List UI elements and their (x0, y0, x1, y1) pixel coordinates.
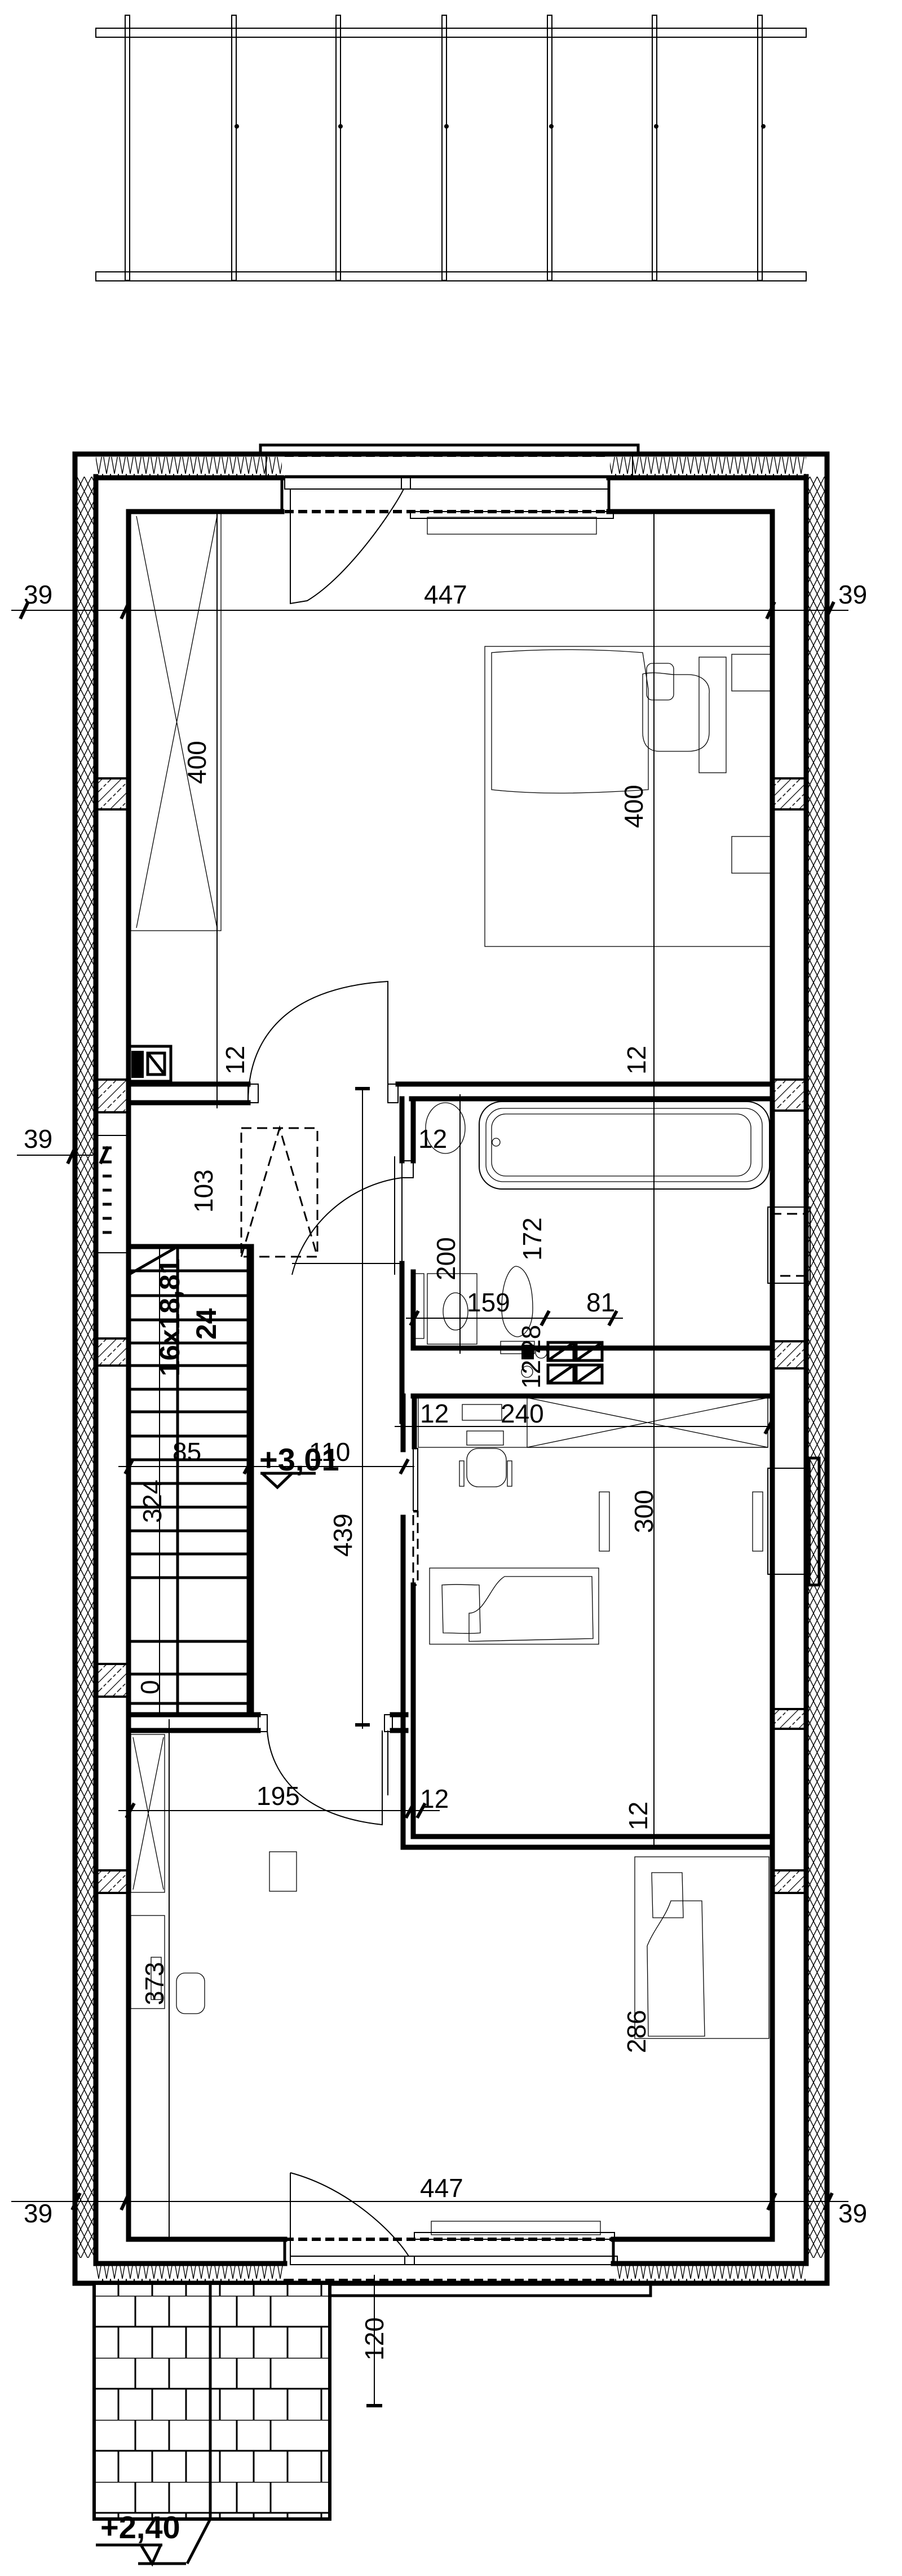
monitor (462, 1404, 502, 1421)
dim-wall-bottom-right: 39 (838, 2199, 867, 2228)
pergola (95, 15, 807, 281)
ventilation-shafts (521, 1341, 604, 1385)
interior-walls (126, 1081, 775, 1850)
dim-bath-width: 159 (467, 1288, 510, 1317)
toilet (501, 1266, 533, 1337)
office-furniture (418, 1397, 768, 1645)
chimney-vent (127, 1045, 173, 1083)
bathtub (479, 1101, 770, 1190)
dim-bath-depth-right: 172 (518, 1217, 547, 1261)
pergola-bolts (235, 124, 766, 129)
dim-partition-top-right: 12 (622, 1046, 651, 1075)
level-marker-floor: +3,01 (259, 1442, 339, 1490)
dim-stair-run: 324 (138, 1479, 167, 1523)
washing-machine (427, 1273, 477, 1345)
staircase: 16x18,81 24 (126, 1244, 254, 1718)
dim-wall-bottom-left: 39 (24, 2199, 52, 2228)
level-marker-terrace: +2,40 (96, 2509, 212, 2567)
stair-tread-label: 24 (191, 1308, 222, 1340)
dim-office-partition-left: 12 (420, 1399, 449, 1428)
office-chair (176, 1972, 205, 2014)
drain (492, 1138, 501, 1147)
door-bedroom-top (247, 980, 388, 1103)
door-swing-arc (290, 488, 404, 605)
dim-shaft-partition: 12 (516, 1360, 546, 1389)
dim-top-depth-right: 400 (619, 785, 648, 828)
attic-hatch (240, 1125, 319, 1258)
washbasin (425, 1102, 466, 1154)
dim-office-depth: 300 (629, 1490, 658, 1533)
keyboard (466, 1430, 504, 1446)
dim-partition-top-left: 12 (220, 1046, 250, 1075)
side-windows (97, 1135, 821, 1587)
pillars (95, 777, 806, 1894)
dim-wall-top-left: 39 (24, 580, 52, 609)
dim-top-depth-left: 400 (182, 741, 211, 784)
dim-wall-top-right: 39 (838, 580, 867, 609)
dim-bottom-depth-left: 373 (140, 1962, 169, 2005)
pergola-bottom-beam (95, 271, 807, 281)
radiator (599, 1491, 610, 1552)
bedroom-bottom-furniture (130, 1734, 770, 2039)
dim-hall-upper: 103 (189, 1169, 218, 1213)
dimension-labels: 447 39 39 400 400 12 12 39 103 12 200 15… (24, 580, 867, 2361)
door-swing-arc (290, 2172, 409, 2257)
nightstand-right (731, 654, 772, 692)
terrace-level-label: +2,40 (100, 2509, 180, 2545)
dim-hall-lower: 195 (257, 1781, 300, 1811)
dim-shaft-depth: 28 (516, 1325, 546, 1354)
dim-office-partition-bottom-left: 12 (420, 1784, 449, 1813)
pergola-top-beam (95, 28, 807, 38)
stair-treads (129, 1269, 251, 1705)
double-bed (484, 646, 772, 947)
bathroom-furniture (414, 1101, 770, 1385)
office-chair (466, 1448, 507, 1487)
floor-level-label: +3,01 (259, 1442, 339, 1477)
dim-top-width: 447 (424, 580, 467, 609)
dim-bottom-depth-right: 286 (622, 2010, 651, 2053)
dim-office-partition-bottom: 12 (624, 1802, 653, 1830)
dim-stair-end: 0 (135, 1680, 165, 1694)
dim-office-width: 240 (501, 1399, 544, 1428)
dim-bath-depth-left: 200 (431, 1237, 461, 1280)
door-bedroom-bottom (267, 1730, 383, 1826)
dim-hall-length: 439 (328, 1513, 357, 1557)
wardrobe (130, 1734, 165, 1893)
single-bed-office (429, 1567, 599, 1645)
door-bathroom (291, 1177, 403, 1275)
single-bed-bottom (634, 1856, 770, 2039)
dim-bath-niche: 81 (586, 1288, 615, 1317)
monitor (151, 1957, 162, 2000)
desk (418, 1397, 768, 1448)
desk (130, 1915, 165, 2009)
stair-steps-label: 16x18,81 (154, 1258, 185, 1376)
dim-stair-width: 85 (173, 1437, 201, 1467)
exterior-walls (72, 451, 830, 2286)
bedroom-top-furniture (127, 513, 772, 1083)
dim-terrace-depth: 120 (360, 2317, 389, 2361)
dim-hall-width: 110 (309, 1437, 350, 1467)
terrace-paving (92, 2282, 331, 2521)
wardrobe (130, 513, 222, 931)
dim-bottom-width: 447 (420, 2173, 463, 2203)
pergola-rafters (125, 15, 763, 281)
nightstand-left (731, 836, 772, 874)
dim-bath-partition: 12 (418, 1124, 447, 1153)
dimension-lines (11, 512, 848, 2407)
nightstand (269, 1851, 297, 1892)
dim-wall-mid-left: 39 (24, 1124, 52, 1153)
interior-doors (247, 980, 403, 1826)
top-balcony-door (259, 443, 640, 605)
